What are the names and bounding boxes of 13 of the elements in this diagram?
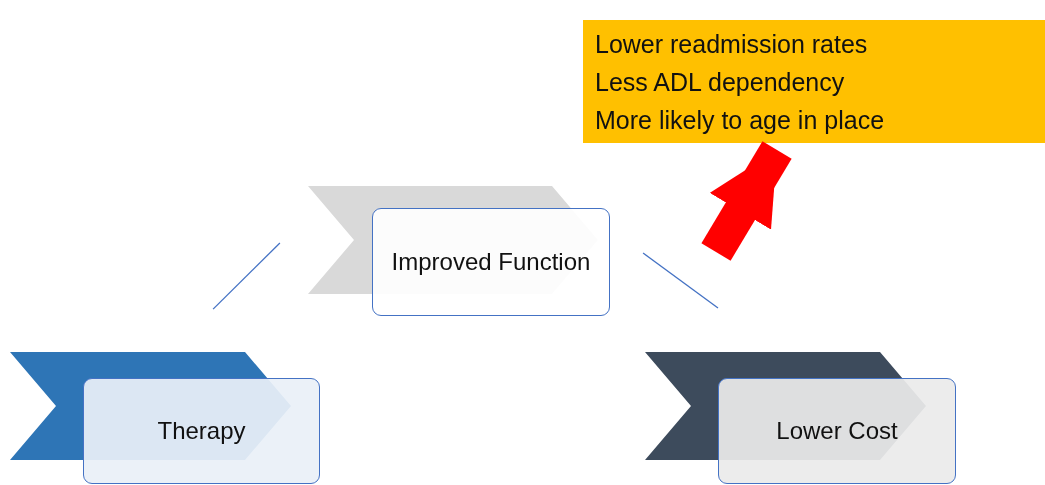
process-box	[718, 378, 956, 484]
connector-line	[212, 242, 281, 310]
process-box	[372, 208, 610, 316]
node-text: Therapy	[157, 417, 246, 445]
node-text: Improved Function	[391, 248, 591, 276]
node-text: Lower Cost	[776, 417, 898, 445]
note-box	[583, 20, 1045, 143]
node-text: Lower readmission rates	[595, 28, 868, 60]
node-text: More likely to age in place	[595, 104, 885, 136]
connector-line	[642, 252, 719, 309]
process-box	[83, 378, 320, 484]
node-text: Less ADL dependency	[595, 66, 845, 98]
block-arrow	[701, 141, 792, 261]
